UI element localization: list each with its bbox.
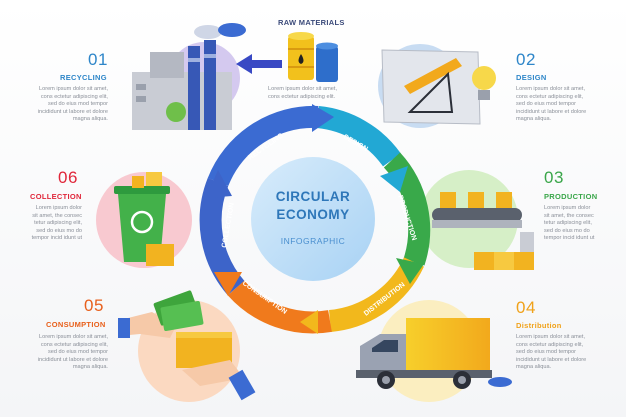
text-line: tempor incid idunt ut	[31, 235, 82, 242]
raw-materials-arrow	[236, 54, 282, 74]
truck-icon	[356, 318, 512, 389]
text-line: Lorem ipsum dolor sit amet,	[516, 334, 586, 340]
step-number-01: 01	[88, 50, 108, 69]
ring-label-collection: COLLECTION	[221, 202, 236, 248]
text-line: sit amet, the consec	[32, 212, 82, 219]
step-text-consumption: Lorem ipsum dolor sit amet, cons ectetur…	[8, 334, 108, 372]
text-line: tetur adipiscing elit,	[544, 220, 592, 227]
step-title-consumption: CONSUMPTION	[46, 320, 106, 329]
text-line: cons ectetur adipiscing elit,	[516, 93, 584, 100]
text-line: sed do eius mod tempor	[516, 101, 577, 108]
center-title-line1: CIRCULAR	[275, 189, 351, 204]
center-title: CIRCULAR ECONOMY	[256, 188, 370, 224]
arrow-head-design	[380, 166, 408, 192]
text-line: Lorem ipsum dolor sit amet,	[38, 334, 108, 340]
barrels-icon	[288, 32, 338, 82]
step-number-05: 05	[84, 296, 104, 315]
text-line: Lorem ipsum dolor	[544, 205, 591, 211]
arrow-head-recycling	[312, 104, 334, 132]
text-line: cons ectetur adipiscing elit,	[40, 341, 108, 348]
text-line: magna aliqua.	[516, 364, 552, 371]
arrow-head-collection	[206, 170, 232, 198]
step-title-production: PRODUCTION	[544, 192, 598, 201]
arrow-head-distribution	[300, 310, 318, 334]
text-line: cons ectetur adipiscing elit,	[516, 341, 584, 348]
step-title-collection: COLLECTION	[30, 192, 82, 201]
text-line: sed do eius mo do	[36, 227, 82, 234]
center-circle	[251, 157, 375, 281]
arrow-head-production	[396, 258, 424, 284]
text-line: sit amet, the consec	[544, 212, 594, 219]
text-line: incididunt ut labore et dolore	[37, 356, 108, 363]
text-line: incididunt ut labore et dolore	[37, 108, 108, 115]
blueprint-icon	[381, 49, 496, 125]
text-line: Lorem ipsum dolor	[35, 205, 82, 211]
text-line: incididunt ut labore et dolore	[516, 356, 587, 363]
step-title-distribution: Distribution	[516, 321, 562, 330]
raw-materials-title: RAW MATERIALS	[278, 18, 345, 27]
text-line: tetur adipiscing elit,	[34, 220, 82, 227]
conveyor-icon	[432, 192, 534, 270]
step-title-design: DESIGN	[516, 73, 547, 82]
step-number-02: 02	[516, 50, 536, 69]
text-line: magna aliqua.	[72, 116, 108, 123]
factory-icon	[132, 23, 246, 130]
raw-materials-line: Lorem ipsum dolor sit amet,	[268, 86, 338, 92]
step-number-04: 04	[516, 298, 536, 317]
step-text-design: Lorem ipsum dolor sit amet, cons ectetur…	[516, 86, 616, 124]
text-line: sed do eius mo do	[544, 227, 590, 234]
text-line: Lorem ipsum dolor sit amet,	[38, 86, 108, 92]
arrow-head-consumption	[214, 272, 242, 296]
text-line: Lorem ipsum dolor sit amet,	[516, 86, 586, 92]
center-subtitle: INFOGRAPHIC	[280, 236, 346, 246]
step-number-06: 06	[58, 168, 78, 187]
text-line: incididunt ut labore et dolore	[516, 108, 587, 115]
text-line: sed do eius mod tempor	[516, 349, 577, 356]
text-line: magna aliqua.	[516, 116, 552, 123]
step-text-recycling: Lorem ipsum dolor sit amet, cons ectetur…	[8, 86, 108, 124]
raw-materials-line: cons ectetur adipiscing elit.	[268, 93, 336, 100]
text-line: sed do eius mod tempor	[47, 101, 108, 108]
raw-materials-text: Lorem ipsum dolor sit amet, cons ectetur…	[268, 86, 378, 101]
center-title-line2: ECONOMY	[276, 207, 350, 222]
step-title-recycling: RECYCLING	[60, 73, 107, 82]
text-line: tempor incid idunt ut	[544, 235, 595, 242]
step-text-production: Lorem ipsum dolor sit amet, the consec t…	[544, 205, 620, 243]
purchase-icon	[118, 290, 256, 401]
step-number-03: 03	[544, 168, 564, 187]
step-text-distribution: Lorem ipsum dolor sit amet, cons ectetur…	[516, 334, 616, 372]
text-line: sed do eius mod tempor	[47, 349, 108, 356]
text-line: magna aliqua.	[72, 364, 108, 371]
step-text-collection: Lorem ipsum dolor sit amet, the consec t…	[6, 205, 82, 243]
recycle-bin-icon	[114, 172, 174, 266]
cycle-ring	[199, 104, 431, 334]
text-line: cons ectetur adipiscing elit,	[40, 93, 108, 100]
